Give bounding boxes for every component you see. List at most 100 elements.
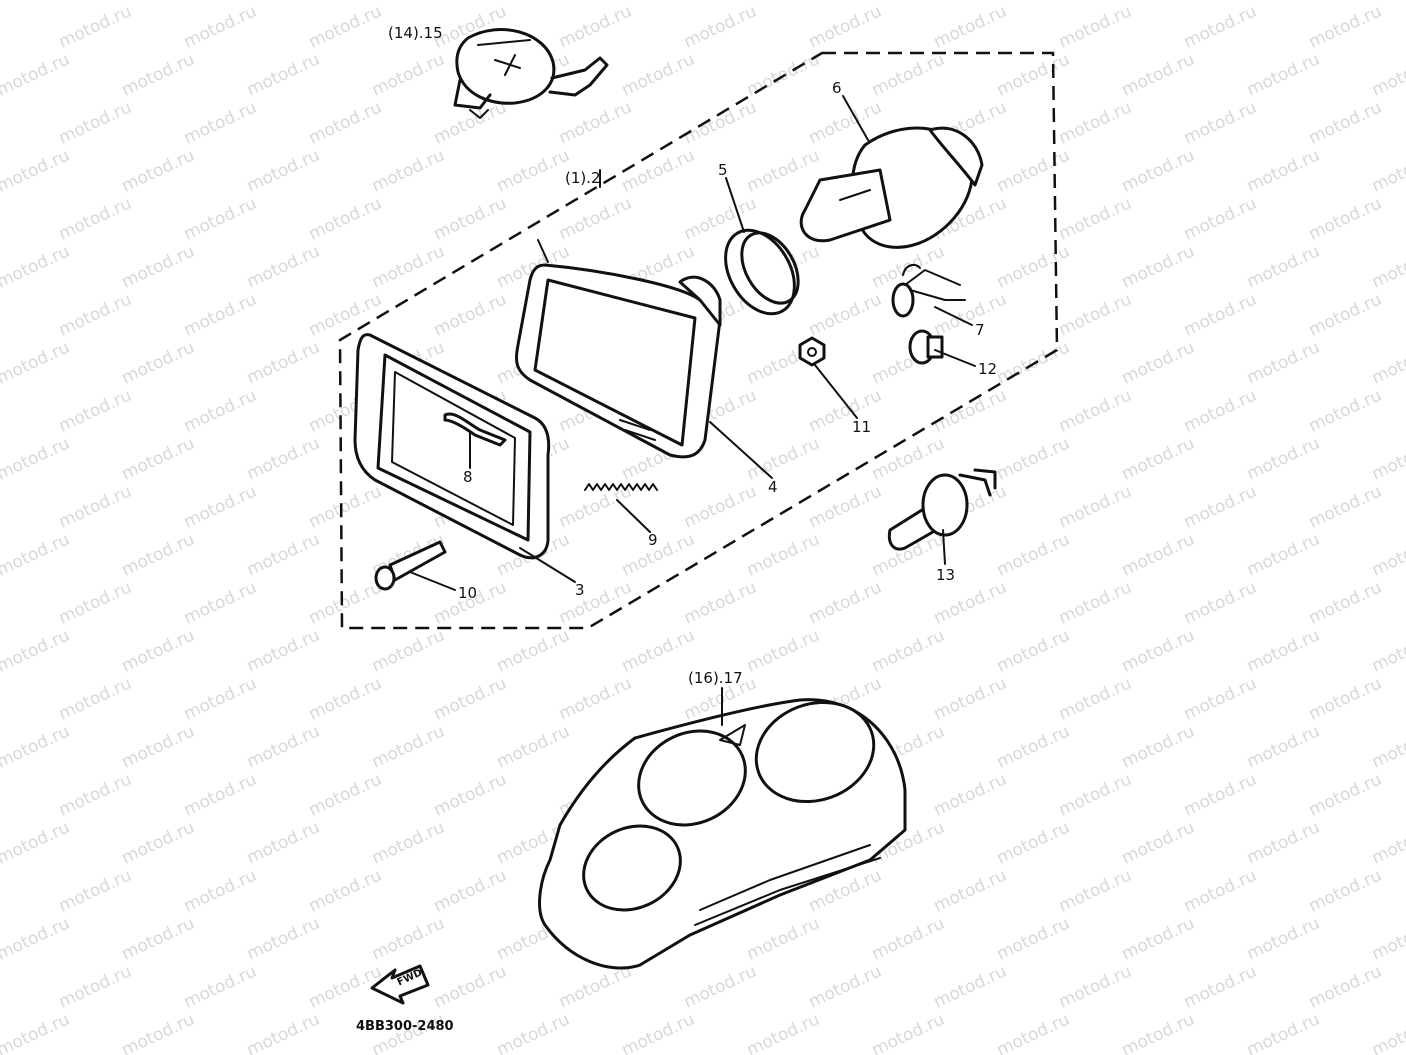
watermark-text: motod.ru: [556, 193, 635, 244]
watermark-text: motod.ru: [1056, 865, 1135, 916]
watermark-text: motod.ru: [1244, 625, 1323, 676]
watermark-text: motod.ru: [244, 0, 323, 5]
watermark-text: motod.ru: [1181, 289, 1260, 340]
watermark-text: motod.ru: [619, 145, 698, 196]
screw-part[interactable]: [374, 540, 447, 591]
watermark-text: motod.ru: [0, 49, 73, 100]
label-8: 8: [463, 468, 473, 486]
watermark-text: motod.ru: [1244, 817, 1323, 868]
watermark-text: motod.ru: [1369, 721, 1406, 772]
watermark-text: motod.ru: [1306, 961, 1385, 1012]
watermark-text: motod.ru: [1244, 433, 1323, 484]
watermark-text: motod.ru: [244, 337, 323, 388]
watermark-text: motod.ru: [119, 0, 198, 5]
watermark-text: motod.ru: [0, 817, 73, 868]
watermark-text: motod.ru: [181, 577, 260, 628]
watermark-text: motod.ru: [0, 0, 73, 5]
watermark-text: motod.ru: [56, 481, 135, 532]
watermark-text: motod.ru: [681, 97, 760, 148]
watermark-text: motod.ru: [369, 0, 448, 5]
watermark-text: motod.ru: [1119, 817, 1198, 868]
watermark-text: motod.ru: [56, 577, 135, 628]
meter-cover-part[interactable]: [538, 686, 907, 970]
label-11: 11: [852, 418, 871, 436]
watermark-text: motod.ru: [56, 865, 135, 916]
watermark-text: motod.ru: [431, 769, 510, 820]
watermark-text: motod.ru: [56, 193, 135, 244]
wire-socket-part[interactable]: [891, 263, 966, 318]
watermark-text: motod.ru: [1369, 1009, 1406, 1055]
watermark-text: motod.ru: [994, 241, 1073, 292]
drawing-code: 4BB300-2480: [356, 1019, 454, 1034]
watermark-text: motod.ru: [181, 289, 260, 340]
watermark-text: motod.ru: [0, 1009, 73, 1055]
watermark-text: motod.ru: [181, 97, 260, 148]
speedometer-part[interactable]: [453, 28, 609, 119]
watermark-text: motod.ru: [681, 577, 760, 628]
watermark-text: motod.ru: [744, 145, 823, 196]
watermark-text: motod.ru: [1056, 769, 1135, 820]
watermark-text: motod.ru: [1306, 577, 1385, 628]
watermark-text: motod.ru: [0, 529, 73, 580]
watermark-text: motod.ru: [181, 865, 260, 916]
watermark-text: motod.ru: [1306, 1, 1385, 52]
watermark-text: motod.ru: [0, 433, 73, 484]
watermark-text: motod.ru: [869, 49, 948, 100]
watermark-text: motod.ru: [119, 1009, 198, 1055]
spring-part[interactable]: [584, 483, 658, 491]
halogen-bulb-part[interactable]: [887, 468, 997, 551]
watermark-text: motod.ru: [1244, 913, 1323, 964]
watermark-text: motod.ru: [744, 0, 823, 5]
watermark-text: motod.ru: [931, 1, 1010, 52]
headlight-unit-part[interactable]: [515, 263, 722, 459]
watermark-text: motod.ru: [1181, 865, 1260, 916]
label-13: 13: [936, 566, 955, 584]
watermark-text: motod.ru: [1119, 337, 1198, 388]
watermark-text: motod.ru: [1181, 673, 1260, 724]
watermark-text: motod.ru: [619, 625, 698, 676]
watermark-text: motod.ru: [1056, 1, 1135, 52]
watermark-text: motod.ru: [931, 289, 1010, 340]
small-bulb-part[interactable]: [908, 329, 944, 365]
watermark-text: motod.ru: [619, 529, 698, 580]
clip-part[interactable]: [443, 412, 507, 447]
watermark-text: motod.ru: [1369, 337, 1406, 388]
ring-part[interactable]: [712, 218, 810, 326]
nut-part[interactable]: [798, 336, 826, 367]
watermark-text: motod.ru: [56, 1, 135, 52]
watermark-text: motod.ru: [619, 1009, 698, 1055]
watermark-text: motod.ru: [306, 769, 385, 820]
watermark-text: motod.ru: [244, 49, 323, 100]
watermark-text: motod.ru: [806, 385, 885, 436]
watermark-text: motod.ru: [494, 0, 573, 5]
watermark-text: motod.ru: [1181, 1, 1260, 52]
watermark-text: motod.ru: [994, 433, 1073, 484]
watermark-text: motod.ru: [1119, 625, 1198, 676]
watermark-text: motod.ru: [1244, 529, 1323, 580]
watermark-text: motod.ru: [431, 193, 510, 244]
watermark-text: motod.ru: [181, 481, 260, 532]
watermark-text: motod.ru: [994, 529, 1073, 580]
watermark-text: motod.ru: [0, 625, 73, 676]
watermark-text: motod.ru: [56, 961, 135, 1012]
watermark-text: motod.ru: [1244, 1009, 1323, 1055]
assembly-boundary: [338, 51, 1059, 630]
watermark-text: motod.ru: [1181, 97, 1260, 148]
watermark-text: motod.ru: [869, 0, 948, 5]
watermark-text: motod.ru: [931, 577, 1010, 628]
watermark-text: motod.ru: [181, 673, 260, 724]
watermark-text: motod.ru: [244, 433, 323, 484]
headlight-rim-part[interactable]: [353, 333, 551, 560]
watermark-text: motod.ru: [119, 337, 198, 388]
label-1-2: (1).2: [565, 169, 601, 187]
watermark-text: motod.ru: [119, 721, 198, 772]
watermark-text: motod.ru: [1119, 49, 1198, 100]
watermark-text: motod.ru: [306, 481, 385, 532]
watermark-text: motod.ru: [1119, 241, 1198, 292]
watermark-text: motod.ru: [56, 289, 135, 340]
bulb-socket-part[interactable]: [799, 126, 984, 249]
leader-lines: [409, 95, 976, 726]
watermark-text: motod.ru: [1306, 97, 1385, 148]
watermark-text: motod.ru: [369, 49, 448, 100]
watermark-text: motod.ru: [1369, 241, 1406, 292]
